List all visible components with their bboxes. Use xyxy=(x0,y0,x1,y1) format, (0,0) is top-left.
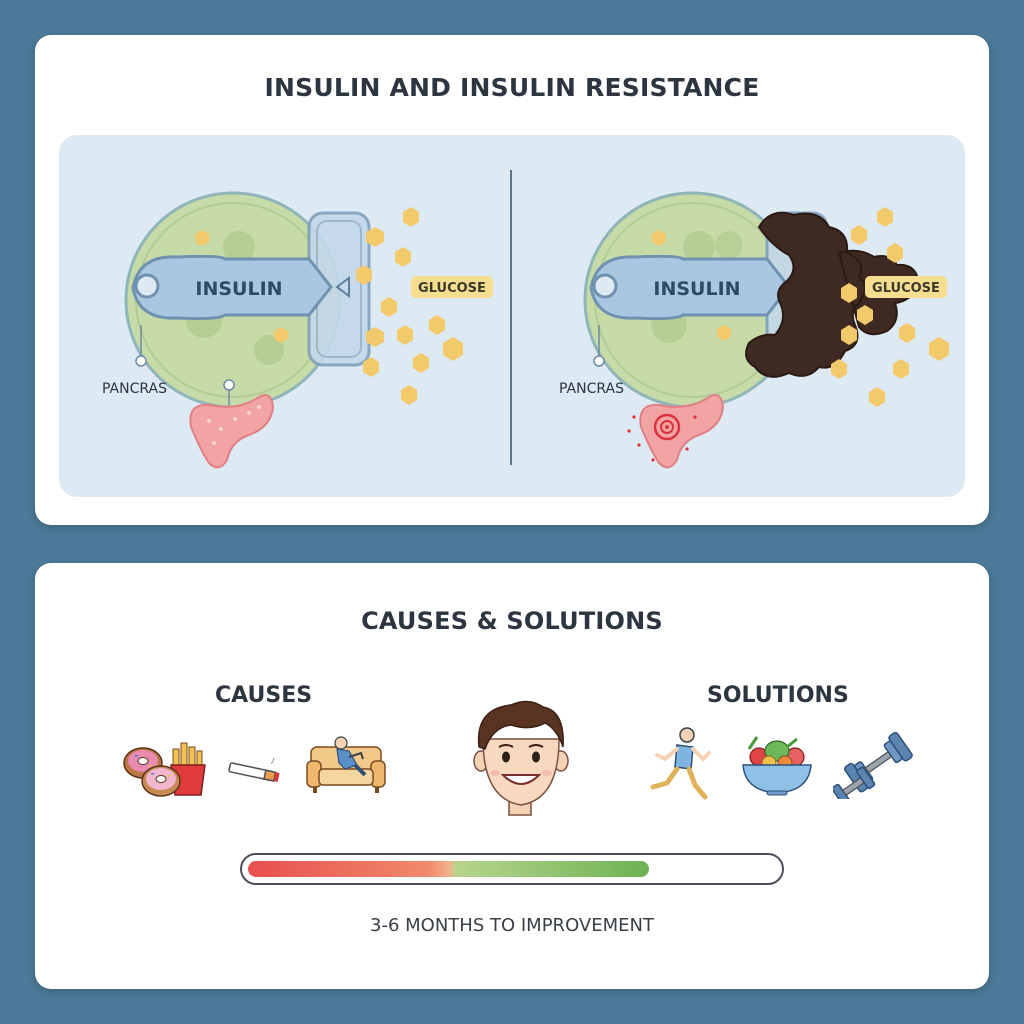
salad-bowl-icon xyxy=(737,731,817,801)
pancreas-label: PANCRAS xyxy=(559,381,624,397)
glucose-molecules xyxy=(356,207,463,405)
glucose-label: GLUCOSE xyxy=(872,281,940,296)
normal-insulin-scene: INSULIN GLUCOSE xyxy=(102,191,493,469)
insulin-key-label: INSULIN xyxy=(653,278,740,300)
donuts-fries-icon xyxy=(121,735,211,805)
glucose-label: GLUCOSE xyxy=(418,281,486,296)
progress-caption: 3-6 MONTHS TO IMPROVEMENT xyxy=(370,915,654,936)
pancreas-label: PANCRAS xyxy=(102,381,167,397)
insulin-diagram: INSULIN GLUCOSE xyxy=(102,170,949,469)
causes-solutions-card: CAUSES & SOLUTIONS CAUSES SOLUTIONS xyxy=(35,563,989,989)
page-title: INSULIN AND INSULIN RESISTANCE xyxy=(264,73,760,102)
inflamed-pancreas-icon xyxy=(627,394,725,469)
progress-fill xyxy=(248,861,649,877)
smiling-face-icon xyxy=(471,699,571,828)
couch-icon xyxy=(305,735,387,799)
illustration-panel: INSULIN GLUCOSE xyxy=(59,135,965,497)
solutions-heading: SOLUTIONS xyxy=(707,683,849,708)
insulin-key-icon xyxy=(131,254,333,321)
improvement-progress-bar xyxy=(240,853,784,885)
glucose-molecules xyxy=(831,207,949,407)
insulin-key-icon xyxy=(589,254,791,321)
causes-heading: CAUSES xyxy=(215,683,313,708)
running-person-icon xyxy=(647,725,713,805)
glucose-label-tag xyxy=(411,276,493,298)
dumbbells-icon xyxy=(831,727,925,807)
section-title: CAUSES & SOLUTIONS xyxy=(361,607,663,635)
resistant-insulin-scene: INSULIN GLUCOSE xyxy=(559,191,949,469)
insulin-card: INSULIN AND INSULIN RESISTANCE xyxy=(35,35,989,525)
insulin-key-label: INSULIN xyxy=(195,278,282,300)
glucose-label-tag xyxy=(865,276,947,298)
pancreas-icon xyxy=(189,394,275,469)
cigarette-icon xyxy=(225,755,285,792)
